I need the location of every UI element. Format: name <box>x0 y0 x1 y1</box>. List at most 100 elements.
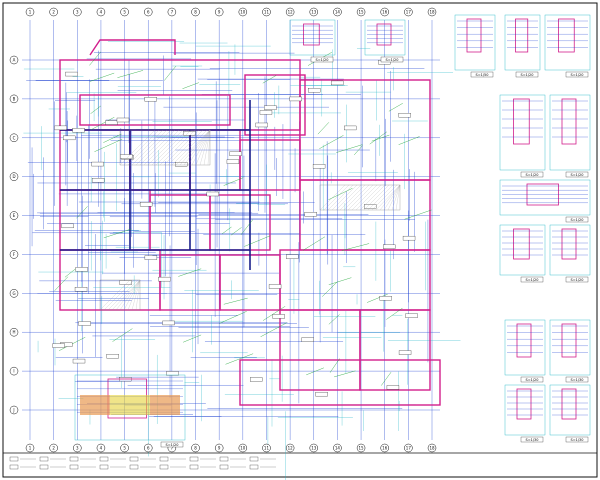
grid-bubble-top <box>238 7 248 17</box>
grid-label-top: 9 <box>218 10 221 15</box>
hatch-line <box>135 129 172 166</box>
detail-panel: S=1/20 <box>504 14 541 78</box>
room-tag <box>144 97 157 102</box>
hatch-line <box>371 184 398 211</box>
legend-swatch <box>99 456 109 462</box>
hatch-line <box>179 129 211 166</box>
leader-line <box>328 314 340 325</box>
grid-bubble-bottom <box>309 443 319 453</box>
leader-line <box>328 188 353 200</box>
grid-label-top: 3 <box>76 10 79 15</box>
legend-swatch <box>159 464 169 470</box>
detail-panel: S=1/30 <box>504 384 546 443</box>
hatch-line <box>343 184 370 211</box>
detail-title-box <box>520 436 544 443</box>
grid-label-top: 14 <box>335 10 341 15</box>
leader-line <box>117 70 144 78</box>
detail-title-box <box>565 171 589 178</box>
detail-wall <box>516 323 532 358</box>
grid-bubbles: 1122334455667788991010111112121313141415… <box>9 7 437 453</box>
detail-title-box <box>380 56 404 63</box>
grid-bubble-top <box>356 7 366 17</box>
grid-label-bottom: 6 <box>147 446 150 451</box>
detail-title-box <box>520 171 544 178</box>
grid-label-left: G <box>12 291 15 296</box>
detail-title-box <box>160 441 184 448</box>
hatch-line <box>195 129 211 166</box>
detail-scale-label: S=1/20 <box>525 173 538 177</box>
room-wall <box>129 129 191 191</box>
detail-title-box <box>565 71 589 78</box>
orange-fill <box>80 395 110 415</box>
hatch-line <box>175 129 211 166</box>
grid-label-top: 15 <box>359 10 365 15</box>
room-tag <box>304 212 317 217</box>
room-tag <box>166 371 179 376</box>
yellow-fill <box>110 395 150 415</box>
hatch-line <box>207 129 211 166</box>
hatch-line <box>203 129 211 166</box>
legend-block <box>9 456 276 470</box>
hatch-line <box>131 279 141 311</box>
detail-frame <box>549 224 591 276</box>
leader-line <box>76 206 88 219</box>
detail-frame <box>549 384 591 436</box>
leader-line <box>244 235 271 247</box>
grid-label-bottom: 4 <box>100 446 103 451</box>
room-tag <box>105 120 118 125</box>
room-tag <box>398 113 411 118</box>
detail-scale-label: S=1/50 <box>475 73 488 77</box>
detail-wall <box>558 18 575 53</box>
grid-label-top: 16 <box>382 10 388 15</box>
detail-frame <box>504 319 546 376</box>
grid-bubble-left <box>9 211 19 220</box>
hatch-line <box>115 279 141 311</box>
hatch-line <box>151 129 188 166</box>
hatch-line <box>119 279 141 311</box>
hatch-line <box>375 184 401 211</box>
grid-bubble-top <box>120 7 129 17</box>
detail-frame <box>364 19 406 56</box>
detail-panel: S=1/20 <box>289 19 336 63</box>
hatch-line <box>159 129 196 166</box>
grid-bubble-bottom <box>191 443 200 453</box>
leader-line <box>366 293 388 303</box>
detail-title-box <box>515 71 539 78</box>
leader-line <box>398 136 420 145</box>
leader-line <box>164 65 177 81</box>
grid-bubble-left <box>9 289 19 298</box>
grid-bubble-top <box>143 7 153 17</box>
leader-line <box>103 133 122 143</box>
hatch-line <box>359 184 386 211</box>
leader-line <box>381 372 392 386</box>
grid-label-top: 2 <box>52 10 55 15</box>
detail-wall <box>466 18 482 53</box>
detail-scale-label: S=1/20 <box>570 173 583 177</box>
grid-bubble-left <box>9 94 19 104</box>
hatch-line <box>119 129 156 166</box>
room-tag <box>315 391 328 397</box>
leader-line <box>183 334 202 343</box>
detail-frame <box>74 374 186 441</box>
grid-label-bottom: 17 <box>406 446 412 451</box>
hatch-line <box>171 129 208 166</box>
detail-panel: S=1/30 <box>549 319 591 383</box>
grid-label-bottom: 2 <box>52 446 55 451</box>
grid-bubble-bottom <box>333 443 342 453</box>
grid-bubble-top <box>49 7 58 17</box>
detail-panel: S=1/20 <box>364 19 406 63</box>
legend-swatch <box>249 464 259 470</box>
detail-panel: S=1/20 <box>549 224 591 283</box>
grid-label-bottom: 8 <box>194 446 197 451</box>
detail-scale-label: S=1/20 <box>525 378 538 382</box>
detail-scale-label: S=1/30 <box>525 438 538 442</box>
room-tag <box>75 267 88 272</box>
grid-bubble-top <box>427 7 437 17</box>
hatch-line <box>319 184 346 211</box>
room-tag <box>120 154 133 159</box>
room-tag <box>78 321 91 326</box>
hatch-line <box>135 279 141 311</box>
room-tag <box>268 284 282 289</box>
grid-bubble-bottom <box>238 443 248 453</box>
grid-bubble-left <box>9 55 19 65</box>
